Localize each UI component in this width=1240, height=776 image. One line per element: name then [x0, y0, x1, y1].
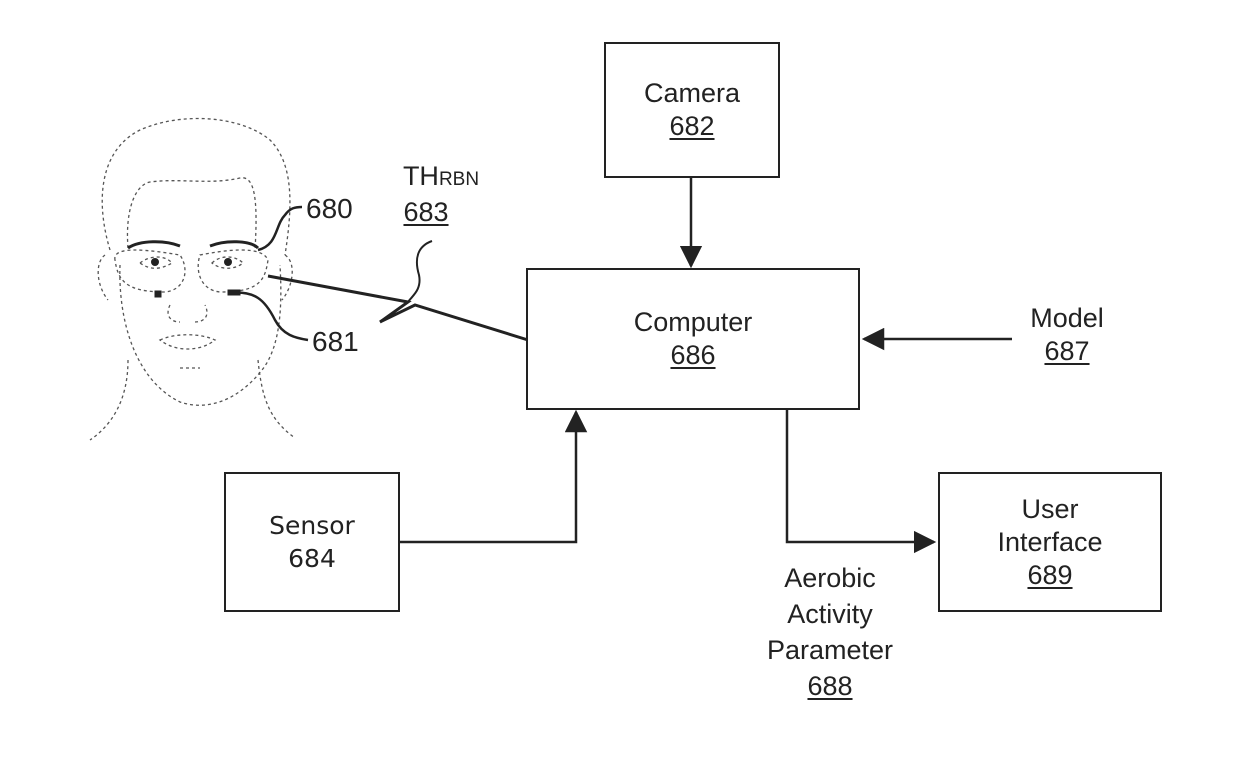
thermal-ref: 683	[356, 196, 496, 229]
thermal-label: THRBN 683	[386, 160, 496, 229]
computer-ref: 686	[670, 339, 715, 372]
camera-label: Camera	[644, 77, 740, 110]
left-ear	[98, 255, 108, 300]
nose	[168, 305, 207, 322]
face-outline	[120, 265, 281, 405]
aerobic-line2: Activity	[742, 596, 918, 632]
user-interface-ref: 689	[1027, 559, 1072, 592]
camera-ref: 682	[669, 110, 714, 143]
aerobic-line1: Aerobic	[742, 560, 918, 596]
left-brow	[128, 242, 180, 248]
user-interface-block: User Interface 689	[938, 472, 1162, 612]
arrow-sensor-to-computer	[399, 412, 576, 542]
computer-label: Computer	[634, 306, 753, 339]
neck-left	[90, 360, 128, 440]
right-pupil	[225, 259, 232, 266]
head-outline	[102, 119, 290, 255]
sensor-ref-label: 681	[312, 325, 359, 358]
thermal-link-line	[268, 276, 528, 340]
right-lens	[198, 250, 268, 292]
leader-line-680	[258, 207, 302, 250]
computer-block: Computer 686	[526, 268, 860, 410]
user-interface-label-line1: User	[1021, 493, 1078, 526]
thermal-symbol-main: TH	[403, 161, 439, 191]
left-pupil	[152, 259, 159, 266]
hairline	[127, 178, 256, 250]
thermal-symbol-subscript: RBN	[439, 169, 479, 190]
aerobic-line3: Parameter	[742, 632, 918, 668]
aerobic-ref: 688	[742, 668, 918, 704]
neck-right	[258, 360, 295, 438]
sensor-ref: 684	[288, 542, 336, 575]
lips	[160, 335, 215, 349]
right-brow	[210, 242, 258, 248]
thermal-symbol: THRBN	[386, 160, 496, 196]
user-interface-label-line2: Interface	[997, 526, 1102, 559]
aerobic-activity-parameter-label: Aerobic Activity Parameter 688	[742, 560, 918, 704]
face-illustration	[90, 119, 295, 440]
model-ref: 687	[1012, 335, 1122, 368]
leader-line-681	[228, 292, 308, 340]
model-block: Model 687	[1012, 302, 1122, 368]
left-sensor-block	[155, 291, 161, 297]
leader-line-683	[408, 241, 432, 302]
glasses-ref-label: 680	[306, 192, 353, 225]
model-label: Model	[1012, 302, 1122, 335]
arrow-computer-to-ui	[787, 410, 934, 542]
left-lens	[115, 250, 185, 292]
sensor-label: Sensor	[269, 509, 355, 542]
camera-block: Camera 682	[604, 42, 780, 178]
sensor-block: Sensor 684	[224, 472, 400, 612]
